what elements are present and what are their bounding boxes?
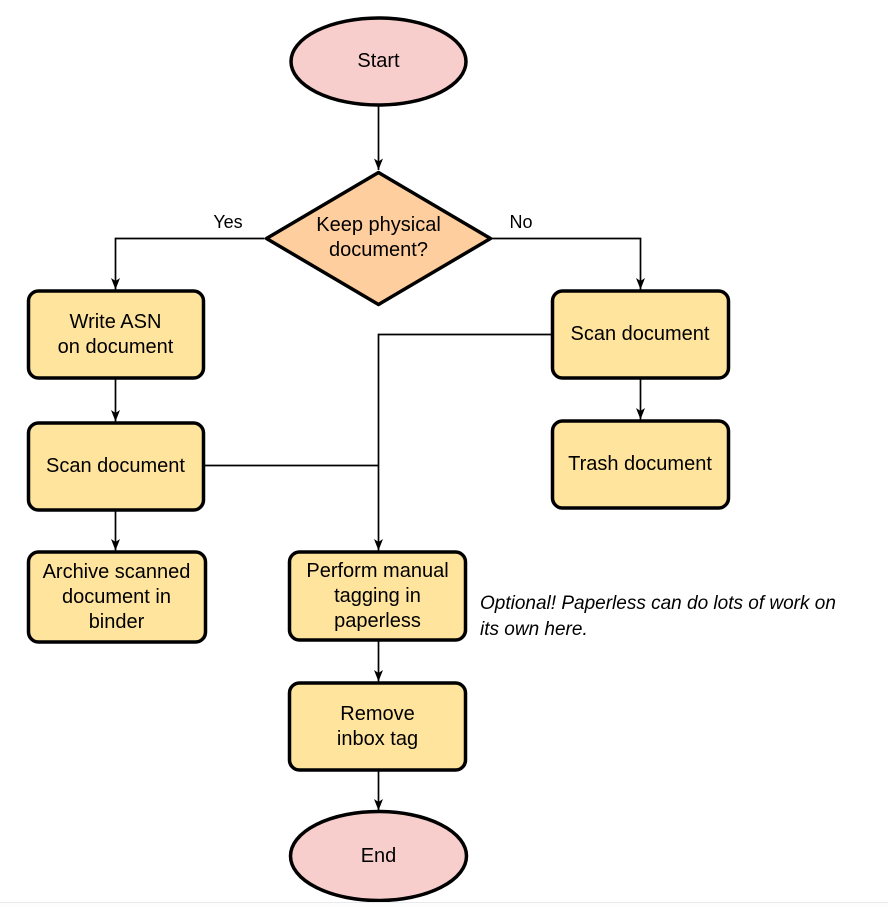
page-bottom-divider (0, 902, 888, 907)
node-tagging-shape (287, 550, 468, 642)
node-remove-inbox-shape (287, 681, 468, 772)
node-scan-right-shape (550, 289, 731, 380)
node-decision-shape (264, 170, 493, 307)
edge-decision-yes (111, 237, 265, 290)
node-start-shape (289, 16, 468, 107)
node-trash-shape (550, 419, 731, 510)
edge-scanright-to-tagging (374, 333, 552, 551)
optional-note: Optional! Paperless can do lots of work … (480, 593, 836, 641)
node-scan-left-shape (26, 421, 206, 512)
node-end-shape (288, 809, 469, 903)
node-write-asn-shape (26, 289, 206, 380)
edge-decision-no (491, 237, 645, 290)
node-archive-shape (26, 550, 208, 644)
